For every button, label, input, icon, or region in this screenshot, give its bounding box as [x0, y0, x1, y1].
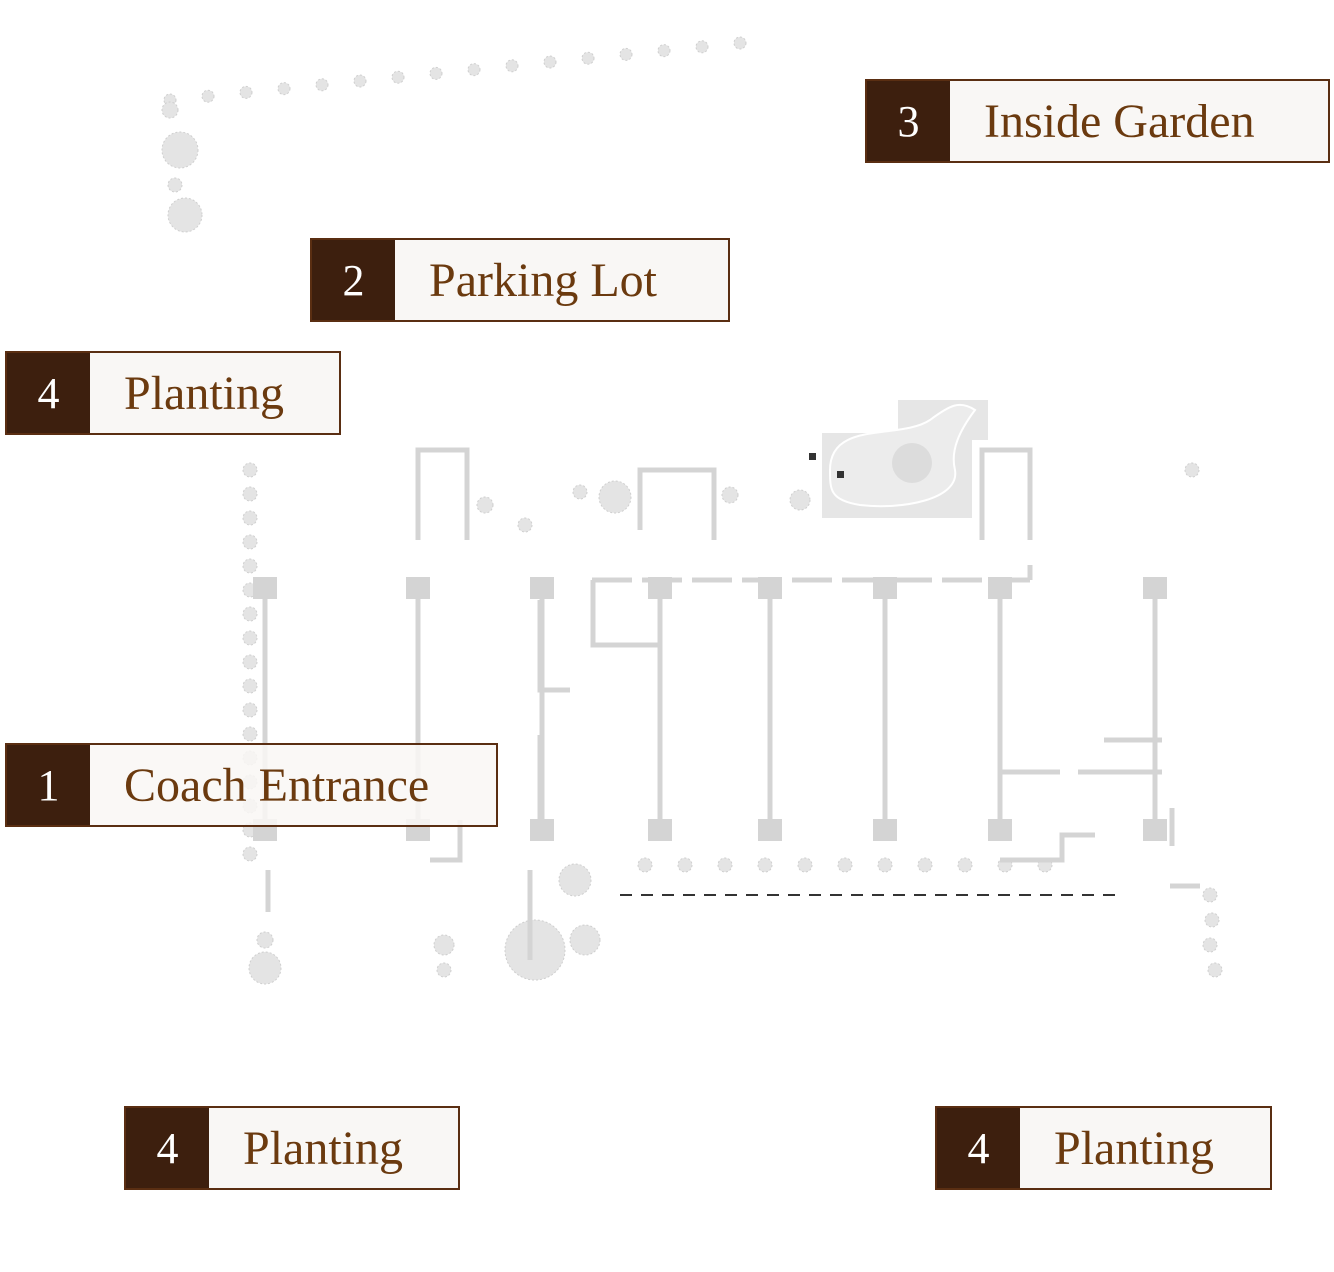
tree-icon	[242, 846, 258, 862]
tree-icon	[167, 177, 183, 193]
tree-icon	[1184, 462, 1200, 478]
tree-icon	[517, 517, 533, 533]
column-pier	[988, 819, 1012, 841]
label-number: 3	[867, 81, 950, 161]
column-pier	[406, 577, 430, 599]
label-number: 4	[126, 1108, 209, 1188]
label-planting-top-left[interactable]: 4 Planting	[5, 351, 341, 435]
tree-icon	[433, 934, 455, 956]
tree-icon	[598, 480, 632, 514]
label-planting-bottom-right[interactable]: 4 Planting	[935, 1106, 1272, 1190]
tree-icon	[917, 857, 933, 873]
label-parking-lot[interactable]: 2 Parking Lot	[310, 238, 730, 322]
label-text: Parking Lot	[429, 253, 657, 307]
tree-icon	[1202, 937, 1218, 953]
tree-icon	[1207, 962, 1223, 978]
label-text: Planting	[124, 366, 285, 420]
tree-icon	[637, 857, 653, 873]
tree-icon	[757, 857, 773, 873]
tree-icon	[721, 486, 739, 504]
tree-icon	[242, 462, 258, 478]
tree-icon	[436, 962, 452, 978]
tree-icon	[789, 489, 811, 511]
tree-icon	[242, 510, 258, 526]
label-number: 2	[312, 240, 395, 320]
label-number: 4	[7, 353, 90, 433]
tree-icon	[242, 606, 258, 622]
tree-icon	[957, 857, 973, 873]
column-pier	[1143, 819, 1167, 841]
column-pier	[873, 577, 897, 599]
tree-icon	[837, 857, 853, 873]
label-inside-garden[interactable]: 3 Inside Garden	[865, 79, 1330, 163]
column-pier	[530, 819, 554, 841]
column-pier	[253, 577, 277, 599]
tree-icon	[242, 654, 258, 670]
tree-icon	[1204, 912, 1220, 928]
tree-icon	[572, 484, 588, 500]
label-text: Planting	[1054, 1121, 1215, 1175]
column-pier	[758, 819, 782, 841]
tree-icon	[391, 70, 405, 84]
inside-garden-area	[809, 400, 988, 518]
tree-icon	[161, 131, 199, 169]
tree-icon	[543, 55, 557, 69]
trees	[161, 36, 1223, 985]
tree-icon	[315, 78, 329, 92]
tree-icon	[581, 51, 595, 65]
tree-icon	[277, 82, 291, 96]
tree-icon	[239, 85, 253, 99]
tree-icon	[877, 857, 893, 873]
tree-icon	[242, 702, 258, 718]
column-pier	[873, 819, 897, 841]
label-coach-entrance[interactable]: 1 Coach Entrance	[5, 743, 498, 827]
tree-icon	[677, 857, 693, 873]
tree-icon	[558, 863, 592, 897]
column-pier	[648, 819, 672, 841]
tree-icon	[242, 630, 258, 646]
column-pier	[988, 577, 1012, 599]
tree-icon	[504, 919, 566, 981]
tree-icon	[1202, 887, 1218, 903]
tree-icon	[256, 931, 274, 949]
label-text: Coach Entrance	[124, 758, 430, 812]
tree-icon	[242, 678, 258, 694]
label-text: Planting	[243, 1121, 404, 1175]
tree-icon	[429, 66, 443, 80]
tree-icon	[242, 534, 258, 550]
tree-icon	[657, 44, 671, 58]
tree-icon	[201, 89, 215, 103]
tree-icon	[505, 59, 519, 73]
column-pier	[758, 577, 782, 599]
tree-icon	[733, 36, 747, 50]
tree-icon	[467, 63, 481, 77]
tree-icon	[619, 47, 633, 61]
label-number: 4	[937, 1108, 1020, 1188]
tree-icon	[242, 726, 258, 742]
column-pier	[1143, 577, 1167, 599]
tree-icon	[167, 197, 203, 233]
label-planting-bottom-left[interactable]: 4 Planting	[124, 1106, 460, 1190]
tree-icon	[569, 924, 601, 956]
tree-icon	[161, 101, 179, 119]
label-number: 1	[7, 745, 90, 825]
label-text: Inside Garden	[984, 94, 1255, 148]
tree-icon	[717, 857, 733, 873]
tree-icon	[353, 74, 367, 88]
building-structure	[265, 447, 1200, 960]
tree-icon	[695, 40, 709, 54]
column-pier	[648, 577, 672, 599]
tree-icon	[248, 951, 282, 985]
tree-icon	[476, 496, 494, 514]
column-pier	[530, 577, 554, 599]
tree-icon	[242, 558, 258, 574]
tree-icon	[242, 486, 258, 502]
tree-icon	[797, 857, 813, 873]
